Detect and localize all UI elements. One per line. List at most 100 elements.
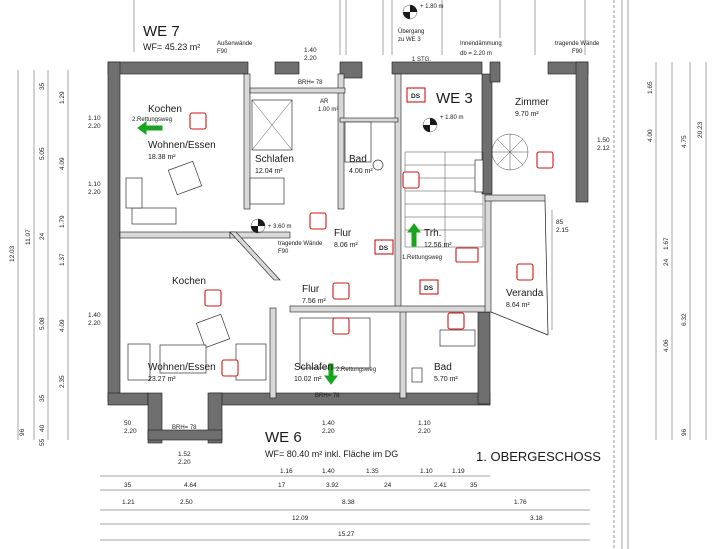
svg-text:85: 85 (556, 219, 564, 226)
svg-text:2.50: 2.50 (180, 499, 193, 506)
svg-text:2.12: 2.12 (597, 145, 610, 152)
svg-text:4.75: 4.75 (681, 135, 688, 148)
room-name: Bad (434, 362, 452, 373)
svg-text:Innendämmung: Innendämmung (460, 41, 502, 47)
bottom-dimensions: 1.16 1.40 1.35 1.10 1.19 35 4.64 17 3.92… (100, 468, 590, 541)
right-dimensions: 1.65 4.00 4.75 20.23 1.67 24 4.06 6.32 9… (647, 62, 707, 440)
svg-text:5.05: 5.05 (39, 147, 46, 160)
smoke-detector-icon (332, 282, 350, 300)
room-name: Bad (349, 154, 367, 165)
svg-text:BRH= 78: BRH= 78 (172, 425, 197, 431)
room-name: Wohnen/Essen (148, 362, 216, 373)
svg-text:1.Rettungsweg: 1.Rettungsweg (402, 255, 442, 261)
svg-text:F90: F90 (217, 49, 228, 55)
svg-text:+ 3.60 m: + 3.60 m (268, 224, 292, 230)
unit-we6-area: WF= 80.40 m² inkl. Fläche im DG (265, 449, 398, 459)
svg-text:4.09: 4.09 (59, 157, 66, 170)
left-dimensions: 12.03 11.07 35 5.05 24 5.08 35 96 1.29 4… (9, 70, 69, 446)
room-name: Schlafen (255, 154, 294, 165)
furniture (125, 99, 484, 383)
unit-we6-title: WE 6 (265, 429, 302, 446)
ds-box (406, 87, 426, 103)
svg-text:1.19: 1.19 (452, 468, 465, 475)
svg-text:4.64: 4.64 (184, 482, 197, 489)
room-area: 5.70 m² (434, 376, 458, 383)
exterior-walls (107, 61, 589, 444)
svg-text:35: 35 (39, 394, 46, 402)
svg-text:96: 96 (19, 428, 26, 436)
svg-text:50: 50 (124, 420, 132, 427)
svg-text:1.50: 1.50 (597, 137, 610, 144)
room-area: 8.64 m² (506, 302, 530, 309)
svg-text:15.27: 15.27 (338, 531, 355, 538)
svg-text:40: 40 (39, 424, 46, 432)
unit-we7-area: WF= 45.23 m² (143, 42, 200, 52)
svg-text:8.38: 8.38 (342, 499, 355, 506)
svg-text:2.20: 2.20 (88, 123, 101, 130)
level-marker-icon (251, 219, 265, 233)
room-labels: Kochen Wohnen/Essen 18.38 m² Schlafen 12… (148, 97, 550, 383)
svg-text:55: 55 (39, 438, 46, 446)
room-name: Flur (334, 228, 352, 239)
room-area: 10.02 m² (294, 376, 322, 383)
escape-arrow-icon (407, 223, 421, 247)
svg-text:24: 24 (39, 232, 46, 240)
room-area: 12.56 m² (424, 242, 452, 249)
ds-box (374, 239, 394, 255)
window-dims: 1.10 2.20 1.10 2.20 1.40 2.20 1.40 2.20 … (88, 47, 610, 466)
svg-text:5.08: 5.08 (39, 317, 46, 330)
svg-text:35: 35 (39, 82, 46, 90)
svg-text:2.15: 2.15 (556, 227, 569, 234)
svg-text:24: 24 (663, 258, 670, 266)
svg-text:zu WE 3: zu WE 3 (398, 37, 421, 43)
svg-text:2.Rettungsweg: 2.Rettungsweg (336, 367, 376, 373)
svg-text:2.20: 2.20 (88, 320, 101, 327)
escape-arrow-icon (137, 121, 163, 135)
top-frame-lines (133, 0, 629, 549)
svg-text:BRH= 78: BRH= 78 (315, 393, 340, 399)
room-name: Flur (302, 284, 320, 295)
svg-text:1 STG.: 1 STG. (412, 57, 431, 63)
level-markers (250, 4, 438, 234)
smoke-detector-icon (189, 112, 207, 130)
svg-text:3.18: 3.18 (530, 515, 543, 522)
level-marker-icon (403, 5, 417, 19)
svg-text:+ 1.80 m: + 1.80 m (420, 4, 444, 10)
unit-we7-title: WE 7 (143, 23, 180, 40)
svg-text:24: 24 (384, 482, 392, 489)
svg-text:DS: DS (411, 93, 421, 100)
svg-text:4.06: 4.06 (663, 339, 670, 352)
svg-text:1.10: 1.10 (418, 420, 431, 427)
room-area: 7.56 m² (302, 298, 326, 305)
svg-text:DS: DS (379, 245, 389, 252)
svg-text:35: 35 (124, 482, 132, 489)
svg-text:1.40: 1.40 (88, 312, 101, 319)
interior-walls (119, 73, 546, 399)
smoke-detector-icon (309, 212, 327, 230)
svg-text:1.67: 1.67 (663, 237, 670, 250)
room-area: 18.38 m² (148, 154, 176, 161)
staircase (404, 133, 529, 248)
svg-text:12.09: 12.09 (292, 515, 309, 522)
svg-text:2.20: 2.20 (304, 55, 317, 62)
unit-we3-title: WE 3 (436, 90, 473, 107)
svg-text:1.10: 1.10 (88, 181, 101, 188)
svg-text:AR: AR (320, 99, 329, 105)
svg-text:tragende Wände: tragende Wände (555, 41, 600, 47)
escape-arrows (137, 121, 421, 385)
smoke-detector-icon (402, 171, 420, 189)
svg-text:1.16: 1.16 (280, 468, 293, 475)
room-area: 4.00 m² (349, 168, 373, 175)
svg-text:2.20: 2.20 (322, 428, 335, 435)
smoke-detector-icon (221, 359, 239, 377)
svg-text:tragende Wände: tragende Wände (278, 241, 323, 247)
svg-text:1.65: 1.65 (647, 81, 654, 94)
svg-text:20.23: 20.23 (697, 121, 704, 138)
svg-text:2.41: 2.41 (434, 482, 447, 489)
room-name: Kochen (148, 104, 182, 115)
svg-text:+ 1.80 m: + 1.80 m (440, 115, 464, 121)
ds-box (419, 279, 439, 295)
svg-text:1.76: 1.76 (514, 499, 527, 506)
svg-text:DS: DS (424, 285, 434, 292)
